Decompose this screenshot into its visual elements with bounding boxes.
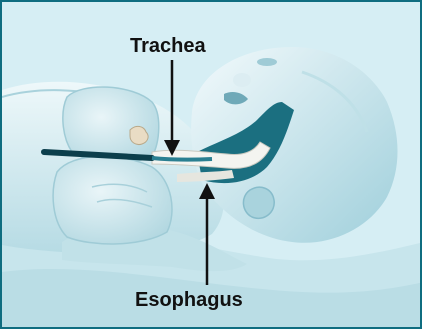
trachea-label: Trachea (130, 35, 206, 58)
nose (233, 73, 251, 87)
esophagus-label: Esophagus (135, 289, 243, 312)
ear (243, 187, 274, 218)
trachea-arrow-icon (164, 60, 180, 156)
eye (257, 58, 277, 66)
